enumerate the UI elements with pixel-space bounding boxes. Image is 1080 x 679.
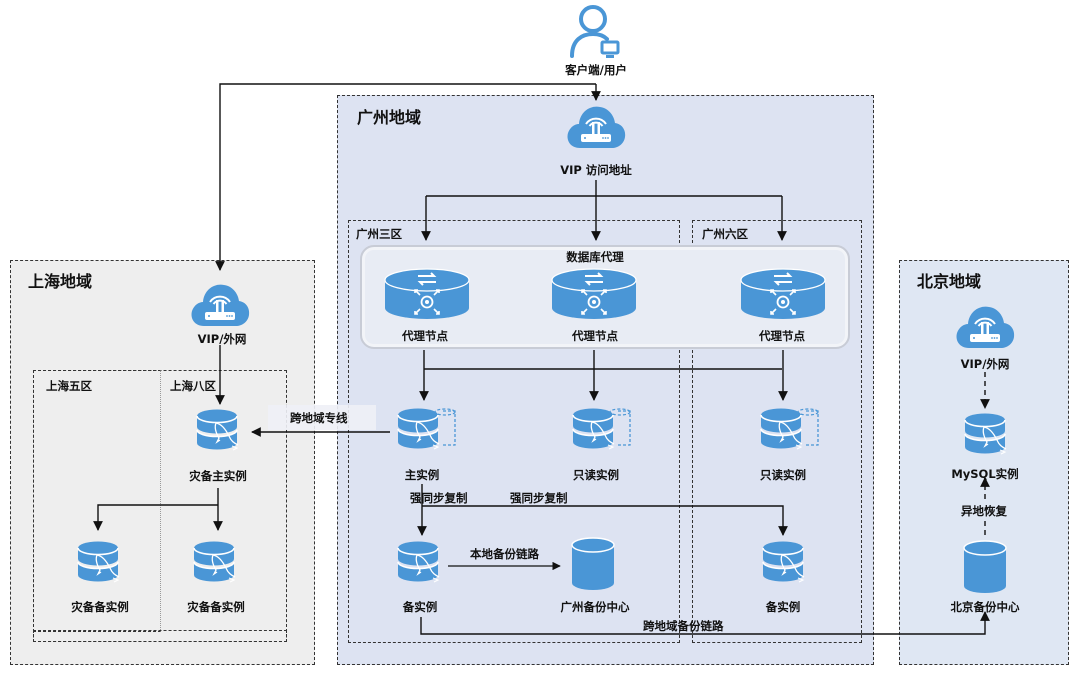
dr-standby-label: 灾备备实例	[71, 600, 129, 614]
storage-cylinder-icon	[960, 538, 1010, 598]
mysql-db-icon	[960, 410, 1010, 460]
master-instance-label: 主实例	[404, 468, 440, 482]
client-label: 客户端/用户	[565, 63, 627, 77]
bj-backup-center-label: 北京备份中心	[950, 600, 1020, 614]
bj-mysql-label: MySQL实例	[951, 467, 1019, 481]
readonly-instance-label: 只读实例	[573, 468, 619, 482]
storage-cylinder-icon	[568, 535, 618, 595]
standby-instance-label: 备实例	[402, 600, 438, 614]
cloud-router-icon	[190, 280, 250, 330]
mysql-db-icon	[73, 538, 123, 588]
zone-title-gz3: 广州三区	[356, 227, 402, 241]
standby-instance-label: 备实例	[765, 600, 801, 614]
gz-backup-center-label: 广州备份中心	[560, 600, 630, 614]
dr-standby-label: 灾备备实例	[187, 600, 245, 614]
mysql-db-icon	[393, 405, 463, 455]
zone-title-sh8: 上海八区	[170, 379, 216, 393]
proxy-node-icon	[738, 268, 828, 322]
bj-vip-label: VIP/外网	[960, 357, 1010, 371]
mysql-db-icon	[758, 538, 808, 588]
edge-label-sync-repl-1: 强同步复制	[410, 491, 468, 505]
region-title-beijing: 北京地域	[917, 272, 982, 291]
zone-guangzhou-6	[692, 220, 862, 643]
readonly-instance-label: 只读实例	[760, 468, 806, 482]
proxy-node-icon	[382, 268, 472, 322]
zone-title-sh5: 上海五区	[46, 379, 92, 393]
edge-label-cross-region-line: 跨地域专线	[290, 411, 348, 425]
zone-title-gz6: 广州六区	[702, 227, 748, 241]
mysql-db-icon	[568, 405, 638, 455]
edge-label-remote-restore: 异地恢复	[961, 503, 1007, 519]
region-title-shanghai: 上海地域	[28, 272, 93, 291]
mysql-db-icon	[756, 405, 826, 455]
user-with-monitor-icon	[570, 5, 620, 58]
edge-label-cross-region-backup: 跨地域备份链路	[643, 619, 724, 633]
gz-vip-label: VIP 访问地址	[560, 163, 632, 177]
mysql-db-icon	[189, 538, 239, 588]
mysql-db-icon	[192, 406, 242, 456]
region-title-guangzhou: 广州地域	[357, 108, 422, 127]
dr-master-label: 灾备主实例	[189, 469, 247, 483]
proxy-box-title: 数据库代理	[566, 250, 624, 264]
proxy-node-label: 代理节点	[572, 329, 618, 343]
edge-label-sync-repl-2: 强同步复制	[510, 491, 568, 505]
zone-shanghai-5	[33, 370, 161, 632]
proxy-node-icon	[549, 268, 639, 322]
proxy-node-label: 代理节点	[402, 329, 448, 343]
sh-vip-label: VIP/外网	[197, 332, 247, 346]
zone-shanghai-bottom-strip	[33, 630, 287, 642]
region-shanghai	[10, 260, 315, 665]
proxy-node-label: 代理节点	[759, 329, 805, 343]
mysql-db-icon	[393, 538, 443, 588]
cross-region-line-label-bg	[268, 405, 376, 430]
cloud-router-icon	[566, 102, 626, 152]
cloud-router-icon	[955, 302, 1015, 352]
edge-label-local-backup: 本地备份链路	[470, 547, 539, 561]
